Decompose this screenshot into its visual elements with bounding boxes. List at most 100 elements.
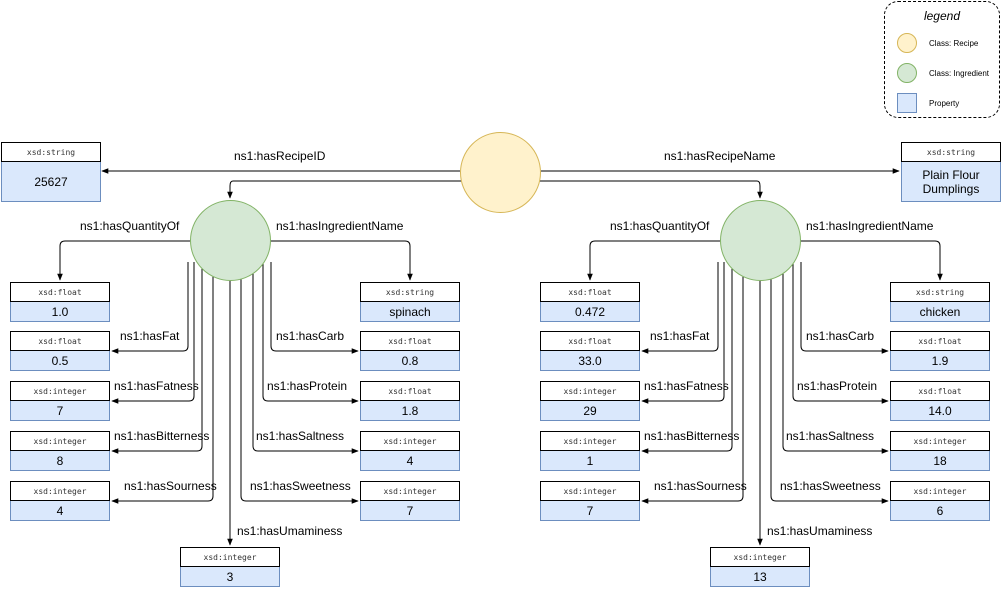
literal-value: 33.0 (540, 351, 640, 371)
legend-label: Property (929, 98, 960, 108)
datatype-label: xsd:integer (360, 431, 460, 451)
ingredient-swatch (897, 63, 917, 83)
literal-value: 1.0 (10, 302, 110, 322)
legend-title: legend (923, 9, 961, 23)
edge-arrow (641, 262, 733, 454)
datatype-label: xsd:integer (10, 481, 110, 501)
edge-arrow (641, 262, 719, 354)
edge-label-name: ns1:hasIngredientName (276, 219, 404, 233)
datatype-label: xsd:float (540, 331, 640, 351)
datatype-label: xsd:string (1, 142, 101, 162)
edge-label-sourness: ns1:hasSourness (654, 479, 747, 493)
edge-label-protein: ns1:hasProtein (267, 379, 348, 393)
literal-value: 0.5 (10, 351, 110, 371)
edge-arrow (57, 240, 190, 281)
literal-value: 7 (360, 501, 460, 521)
datatype-label: xsd:integer (540, 481, 640, 501)
edge-arrow (641, 262, 725, 404)
datatype-label: xsd:integer (890, 481, 990, 501)
legend-item-ingredient: Class: Ingredient (897, 63, 989, 83)
edge-arrow (641, 262, 744, 504)
datatype-label: xsd:string (890, 282, 990, 302)
datatype-label: xsd:integer (890, 431, 990, 451)
edge-label-fatness: ns1:hasFatness (114, 379, 199, 393)
datatype-label: xsd:float (360, 381, 460, 401)
edge-arrow (800, 262, 889, 354)
literal-value: 4 (360, 451, 460, 471)
edge-label-umaminess: ns1:hasUmaminess (237, 524, 343, 538)
literal-value: 25627 (1, 162, 101, 202)
ingredient-node[interactable] (190, 200, 271, 281)
literal-value: 18 (890, 451, 990, 471)
edge-label-has-recipe-name: ns1:hasRecipeName (664, 149, 776, 163)
literal-value: 1.8 (360, 401, 460, 421)
edge-label-saltness: ns1:hasSaltness (786, 429, 875, 443)
edge-arrow (111, 262, 203, 454)
recipe-swatch (897, 33, 917, 53)
edge-arrow (111, 262, 214, 504)
edge-label-quantity: ns1:hasQuantityOf (80, 219, 180, 233)
datatype-label: xsd:integer (540, 431, 640, 451)
edge-label-sourness: ns1:hasSourness (124, 479, 217, 493)
datatype-label: xsd:float (890, 381, 990, 401)
edge-label-fat: ns1:hasFat (650, 329, 710, 343)
literal-value: 0.472 (540, 302, 640, 322)
edge-arrow (270, 262, 359, 354)
edge-arrow (500, 180, 763, 199)
edge-arrow (271, 240, 413, 281)
legend: legend Class: Recipe Class: Ingredient P… (884, 1, 1000, 118)
datatype-label: xsd:float (890, 331, 990, 351)
edge-arrow (111, 262, 195, 404)
edge-label-carb: ns1:hasCarb (276, 329, 345, 343)
datatype-label: xsd:integer (10, 381, 110, 401)
legend-item-property: Property (897, 93, 959, 113)
recipe-node[interactable] (460, 132, 541, 213)
recipe-id-literal: xsd:string 25627 (1, 142, 101, 202)
edge-label-bitterness: ns1:hasBitterness (114, 429, 210, 443)
literal-value: 29 (540, 401, 640, 421)
datatype-label: xsd:float (360, 331, 460, 351)
ingredient-node[interactable] (720, 200, 801, 281)
edge-arrow (252, 262, 359, 454)
edge-label-umaminess: ns1:hasUmaminess (767, 524, 873, 538)
datatype-label: xsd:float (10, 331, 110, 351)
edge-label-saltness: ns1:hasSaltness (256, 429, 345, 443)
legend-label: Class: Recipe (929, 38, 979, 48)
edge-label-carb: ns1:hasCarb (806, 329, 875, 343)
literal-value: 1.9 (890, 351, 990, 371)
edge-label-sweetness: ns1:hasSweetness (250, 479, 351, 493)
literal-value: 13 (710, 567, 810, 587)
edge-arrow (240, 262, 359, 504)
edge-arrow (587, 240, 720, 281)
datatype-label: xsd:integer (360, 481, 460, 501)
edge-label-quantity: ns1:hasQuantityOf (610, 219, 710, 233)
datatype-label: xsd:string (360, 282, 460, 302)
literal-value: Plain Flour Dumplings (901, 162, 1001, 202)
property-swatch (897, 93, 917, 113)
edge-label-fat: ns1:hasFat (120, 329, 180, 343)
edge-label-protein: ns1:hasProtein (797, 379, 878, 393)
literal-value: 0.8 (360, 351, 460, 371)
edge-arrow (227, 180, 500, 199)
edge-label-sweetness: ns1:hasSweetness (780, 479, 881, 493)
literal-value: chicken (890, 302, 990, 322)
literal-value: 8 (10, 451, 110, 471)
literal-value: spinach (360, 302, 460, 322)
